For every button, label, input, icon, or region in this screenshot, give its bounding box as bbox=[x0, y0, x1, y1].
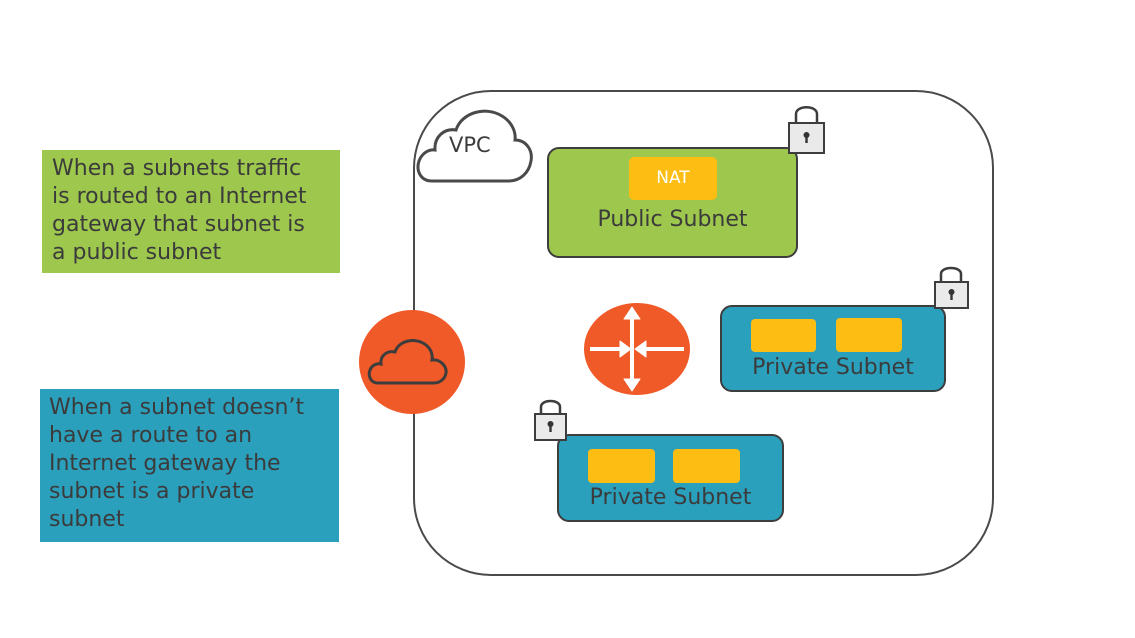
vpc-label: VPC bbox=[449, 133, 491, 157]
instance-box bbox=[588, 449, 655, 483]
note-line: Internet gateway the bbox=[49, 451, 281, 476]
note-line: subnet bbox=[49, 507, 125, 532]
note-line: When a subnet doesn’t bbox=[49, 395, 305, 420]
note-line: gateway that subnet is bbox=[52, 212, 305, 237]
router-icon bbox=[584, 303, 690, 395]
instance-box bbox=[836, 318, 902, 352]
lock-icon bbox=[534, 399, 567, 441]
lock-icon bbox=[788, 106, 825, 154]
note-line: subnet is a private bbox=[49, 479, 255, 504]
instance-box bbox=[673, 449, 740, 483]
private-subnet-2-label: Private Subnet bbox=[589, 485, 752, 510]
private-subnet-note: When a subnet doesn’t have a route to an… bbox=[40, 389, 339, 542]
public-subnet-label: Public Subnet bbox=[597, 207, 748, 232]
vpc-cloud-icon bbox=[416, 109, 533, 183]
note-line: have a route to an bbox=[49, 423, 253, 448]
instance-box bbox=[751, 319, 816, 352]
private-subnet-1: Private Subnet bbox=[720, 305, 946, 392]
public-subnet-note: When a subnets traffic is routed to an I… bbox=[42, 150, 340, 273]
private-subnet-1-label: Private Subnet bbox=[752, 355, 914, 380]
internet-gateway-icon bbox=[359, 310, 465, 414]
private-subnet-2: Private Subnet bbox=[557, 434, 784, 522]
nat-gateway: NAT bbox=[629, 157, 717, 200]
note-line: a public subnet bbox=[52, 240, 222, 265]
public-subnet: NAT Public Subnet bbox=[547, 147, 798, 258]
note-line: When a subnets traffic bbox=[52, 156, 302, 181]
lock-icon bbox=[934, 266, 969, 309]
note-line: is routed to an Internet bbox=[52, 184, 307, 209]
